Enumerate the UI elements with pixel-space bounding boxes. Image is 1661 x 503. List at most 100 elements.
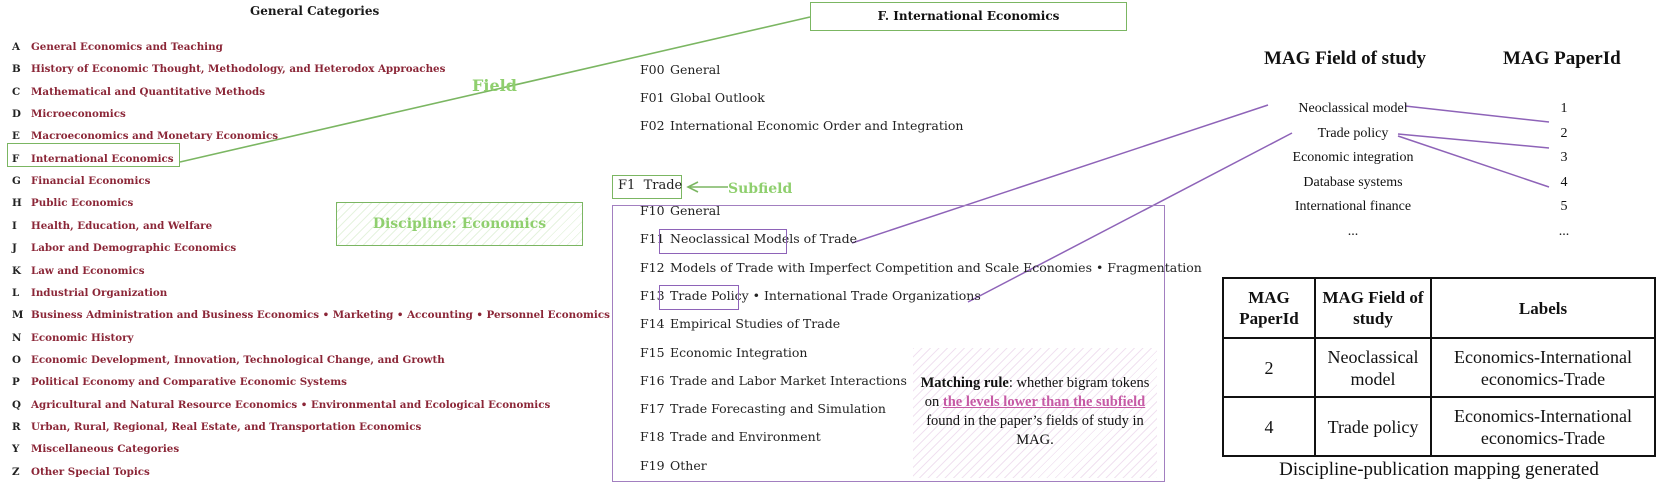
category-item: D Microeconomics: [12, 108, 126, 120]
category-name: Microeconomics: [31, 108, 126, 121]
category-code: D: [12, 108, 21, 121]
trade-policy-highlight-box: [659, 285, 739, 310]
category-code: C: [12, 85, 21, 98]
list-item: F02 International Economic Order and Inte…: [640, 118, 963, 133]
category-code: Q: [12, 398, 21, 411]
field-connector-line: [179, 16, 811, 163]
trade-subfield-label: F1 Trade: [618, 178, 682, 193]
mag-field-item: Trade policy: [1317, 125, 1389, 141]
category-name: Economic History: [31, 331, 134, 344]
item-code: F14: [640, 316, 665, 332]
mag-field-item: International finance: [1294, 199, 1412, 214]
item-name: General: [670, 62, 721, 77]
category-name: Other Special Topics: [31, 465, 150, 478]
item-code: F02: [640, 118, 665, 133]
category-name: International Economics: [31, 152, 174, 165]
list-item: F16 Trade and Labor Market Interactions: [640, 373, 907, 388]
category-name: Public Economics: [31, 197, 134, 210]
item-name: Models of Trade with Imperfect Competiti…: [670, 259, 1202, 275]
international-economics-title: F. International Economics: [877, 9, 1060, 23]
item-name: Empirical Studies of Trade: [670, 316, 841, 332]
item-code: F15: [640, 344, 665, 360]
mag-field-item: Neoclassical model: [1298, 101, 1408, 116]
subfield-arrowhead: [686, 181, 699, 193]
matching-rule-text: Matching rule: whether bigram tokens on …: [913, 374, 1157, 450]
category-code: R: [12, 420, 21, 433]
neoclassical-models-highlight-box: [659, 229, 787, 254]
trade-subcategory-box: [612, 205, 1165, 482]
category-name: General Economics and Teaching: [31, 41, 223, 53]
category-item: E Macroeconomics and Monetary Economics: [12, 130, 278, 142]
category-name: Urban, Rural, Regional, Real Estate, and…: [31, 420, 422, 433]
trade-policy-to-id4-line: [1397, 135, 1550, 188]
category-name: Economic Development, Innovation, Techno…: [31, 353, 445, 366]
item-name: Neoclassical Models of Trade: [670, 231, 857, 247]
category-name: Business Administration and Business Eco…: [31, 309, 610, 322]
mag-field-item: Economic integration: [1292, 150, 1414, 165]
mapping-table-header-row: MAG PaperId MAG Field of study Labels: [1222, 277, 1656, 339]
cell-labels: Economics-International economics-Trade: [1430, 396, 1656, 457]
category-name: Mathematical and Quantitative Methods: [31, 85, 266, 98]
item-name: Economic Integration: [670, 344, 808, 360]
item-name: Trade and Environment: [670, 429, 821, 445]
category-code: P: [12, 376, 20, 389]
mag-paperid-item: 2: [1560, 125, 1568, 141]
category-name: Labor and Demographic Economics: [31, 242, 237, 255]
international-economics-highlight-box: [7, 143, 180, 167]
category-item: C Mathematical and Quantitative Methods: [12, 86, 265, 98]
category-name: History of Economic Thought, Methodology…: [31, 63, 446, 76]
item-code: F10: [640, 203, 665, 218]
subfield-label: Subfield: [728, 181, 793, 197]
matching-rule-hatch-box: [913, 348, 1157, 478]
category-code: G: [12, 175, 21, 188]
subfield-code: F1: [618, 178, 636, 193]
field-label: Field: [472, 76, 517, 95]
category-name: Law and Economics: [31, 264, 145, 277]
cell-paperid: 2: [1222, 337, 1316, 398]
cell-field-of-study: Trade policy: [1314, 396, 1432, 457]
trade-subfield-box: [612, 175, 682, 199]
category-name: Health, Education, and Welfare: [31, 219, 213, 232]
category-code: I: [12, 219, 17, 232]
category-code: L: [12, 286, 20, 299]
cell-labels: Economics-International economics-Trade: [1430, 337, 1656, 398]
matching-rule-part2: found in the paper’s fields of study in …: [926, 413, 1144, 448]
item-code: F16: [640, 372, 665, 388]
category-code: E: [12, 130, 20, 143]
discipline-box: [336, 202, 583, 246]
item-code: F17: [640, 401, 665, 417]
item-name: Other: [670, 457, 707, 473]
table-row: 2 Neoclassical model Economics-Internati…: [1222, 337, 1656, 398]
item-name: Trade Policy • International Trade Organ…: [670, 287, 981, 303]
item-name: Trade and Labor Market Interactions: [670, 372, 907, 388]
general-categories-title: General Categories: [250, 4, 380, 18]
mag-field-item: ...: [1347, 223, 1359, 239]
category-item: I Health, Education, and Welfare: [12, 220, 212, 232]
list-item: F10 General: [640, 203, 720, 218]
category-name: Miscellaneous Categories: [31, 443, 180, 456]
item-code: F19: [640, 457, 665, 473]
item-name: International Economic Order and Integra…: [670, 118, 964, 133]
matching-rule-part1: : whether bigram tokens on: [924, 375, 1150, 410]
category-code: O: [12, 353, 21, 366]
item-name: General: [670, 203, 721, 218]
category-item: L Industrial Organization: [12, 287, 167, 299]
f13-to-trade-policy-line: [967, 132, 1293, 303]
category-name: Agricultural and Natural Resource Econom…: [31, 398, 551, 411]
category-name: Industrial Organization: [31, 286, 168, 299]
category-name: Macroeconomics and Monetary Economics: [31, 130, 279, 143]
category-item: R Urban, Rural, Regional, Real Estate, an…: [12, 421, 421, 433]
